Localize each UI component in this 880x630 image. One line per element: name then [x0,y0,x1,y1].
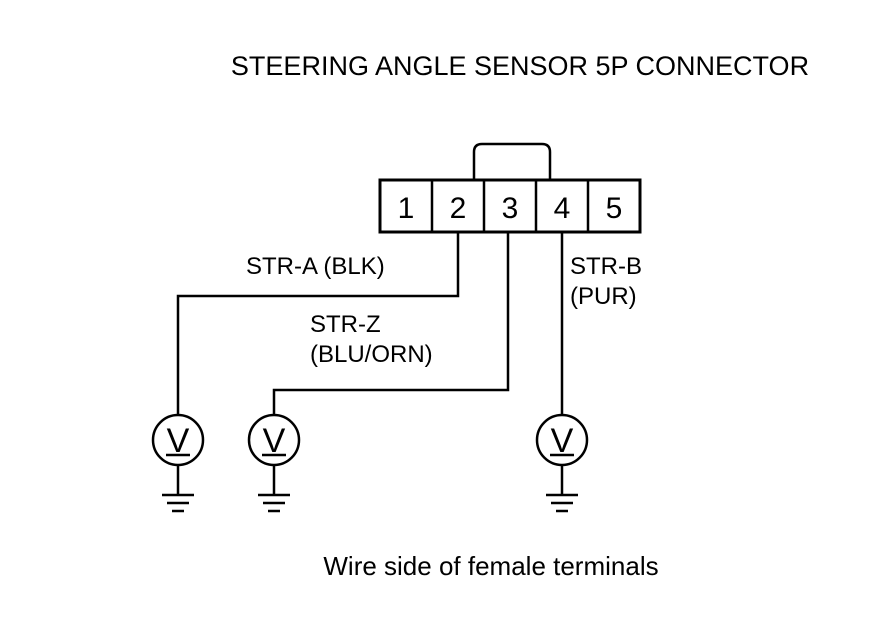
wire-label-str-z-line1: STR-Z [310,311,381,338]
voltmeter-icon: V [151,413,205,495]
wire-label-str-b-line1: STR-B [570,253,642,280]
ground-icon [162,493,194,513]
pin-1-label: 1 [398,192,415,225]
connector-body [378,178,642,234]
diagram-title: STEERING ANGLE SENSOR 5P CONNECTOR [231,51,809,81]
voltmeter-icon: V [535,413,589,495]
pin-3-label: 3 [502,192,519,225]
voltmeter-symbol: V [551,422,574,460]
wire-str-z [272,232,510,415]
connector-latch [472,142,552,180]
voltmeter-symbol: V [167,422,190,460]
wire-label-str-z-line2: (BLU/ORN) [310,341,433,368]
pin-5-label: 5 [606,192,623,225]
voltmeter-symbol: V [263,422,286,460]
wire-label-str-b-line2: (PUR) [570,283,637,310]
pin-2-label: 2 [450,192,467,225]
ground-icon [546,493,578,513]
wire-label-str-a: STR-A (BLK) [246,253,385,280]
ground-icon [258,493,290,513]
voltmeter-icon: V [247,413,301,495]
wire-str-a [176,232,460,415]
diagram-caption: Wire side of female terminals [323,551,658,581]
pin-4-label: 4 [554,192,571,225]
